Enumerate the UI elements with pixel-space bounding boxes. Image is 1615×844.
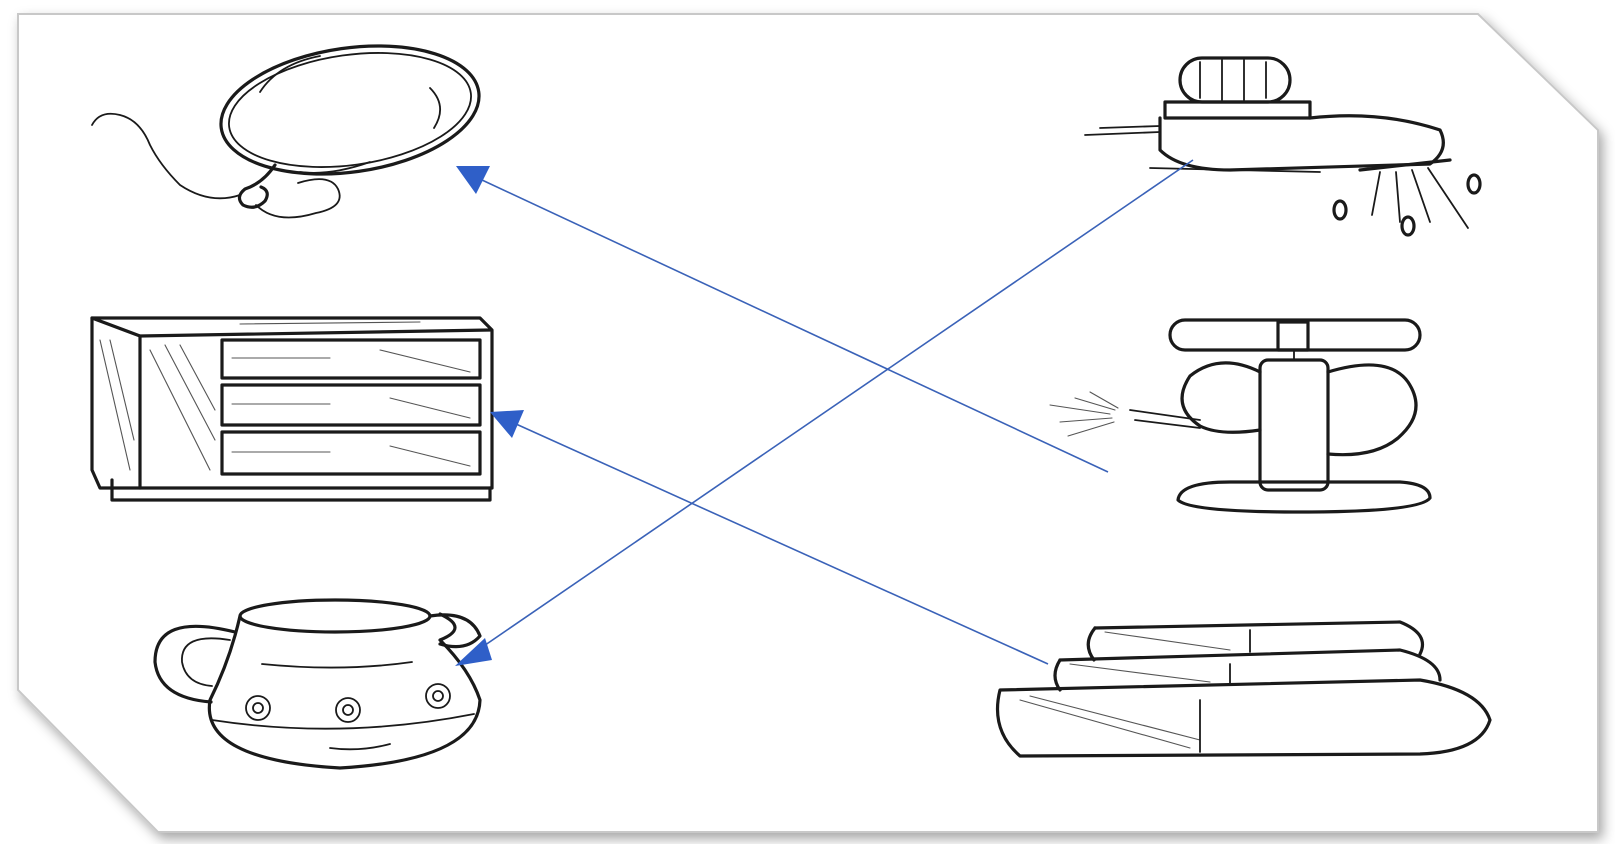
matching-worksheet — [0, 0, 1615, 844]
